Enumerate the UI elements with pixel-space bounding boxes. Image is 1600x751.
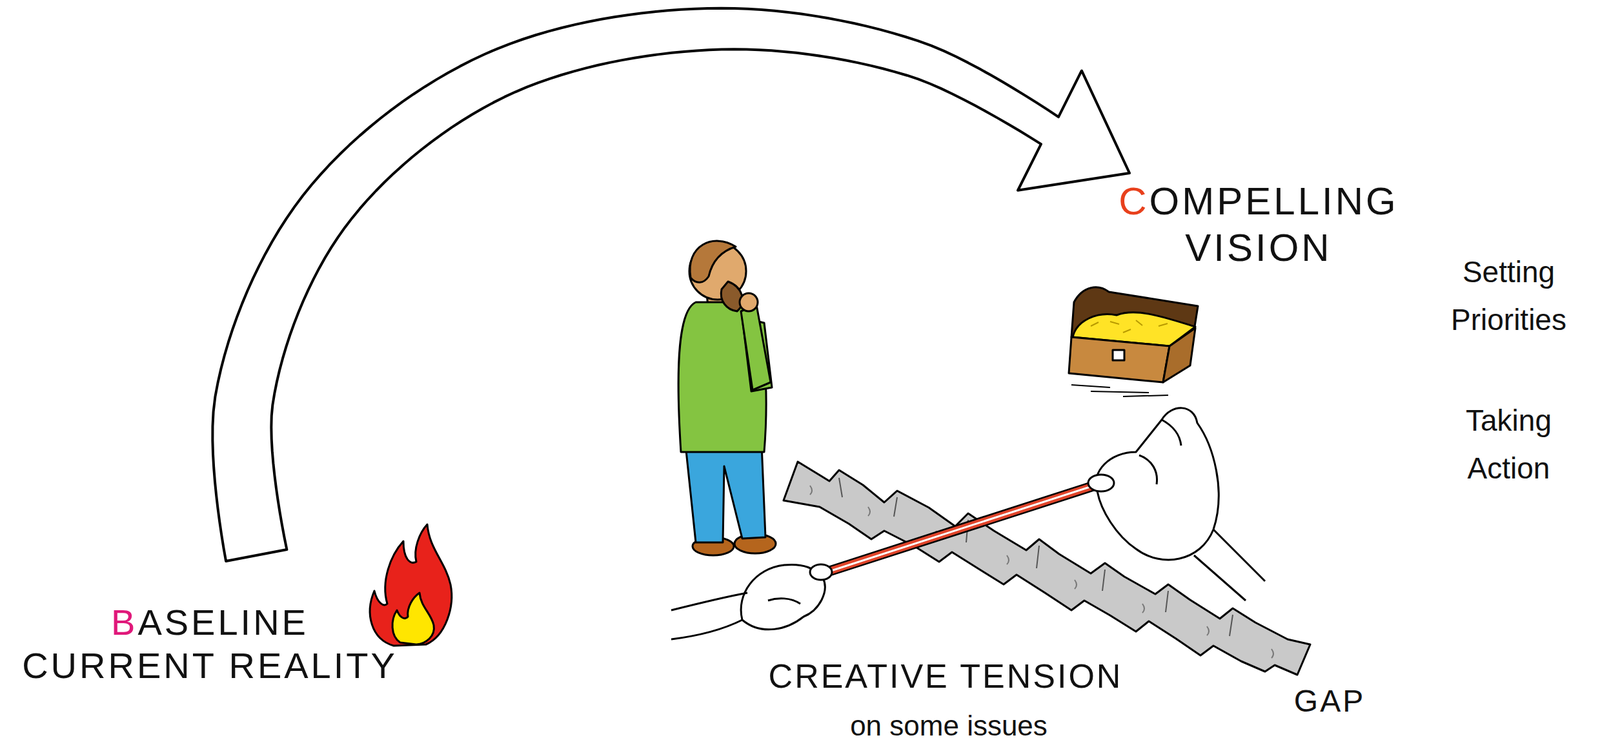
chest-lock (1112, 349, 1125, 361)
person-beard (720, 281, 743, 312)
fire-inner (392, 592, 434, 645)
fire-outer (369, 524, 452, 646)
annotation-label: Taking Action (1423, 396, 1595, 492)
rubber-band-gap (820, 484, 1096, 574)
annotation-label: CREATIVE TENSION (761, 657, 1130, 696)
person-jeans (685, 444, 766, 543)
person-forearm (740, 304, 771, 390)
curved-arrow (212, 8, 1130, 561)
node-heading: BASELINE CURRENT REALITY (15, 600, 405, 687)
treasure-chest (1068, 287, 1198, 397)
annotation-label: GAP (1284, 682, 1375, 719)
fire-icon (369, 524, 452, 646)
gap-crack (783, 461, 1311, 675)
chest-shadow (1071, 384, 1169, 397)
annotation-label: Setting Priorities (1423, 248, 1595, 344)
person-hand (739, 293, 758, 312)
vision-node: COMPELLING VISION (1103, 172, 1414, 272)
rubber-band (818, 484, 1099, 575)
gap-crack-band (783, 461, 1311, 675)
left-wrist (671, 592, 801, 639)
hands (671, 407, 1266, 639)
person-hair (689, 240, 736, 283)
rubber-band-outline (818, 484, 1099, 575)
gold-detail (1090, 320, 1168, 333)
right-knuckles (1139, 419, 1266, 601)
node-heading: COMPELLING VISION (1103, 178, 1414, 272)
chest-side (1163, 327, 1196, 383)
left-thumb (810, 564, 832, 580)
chest-front (1068, 336, 1170, 383)
thinking-person (678, 240, 776, 556)
baseline-node: BASELINE CURRENT REALITY (15, 555, 405, 687)
annotation-label: on some issues (832, 709, 1065, 741)
right-fingertip (1088, 474, 1114, 492)
